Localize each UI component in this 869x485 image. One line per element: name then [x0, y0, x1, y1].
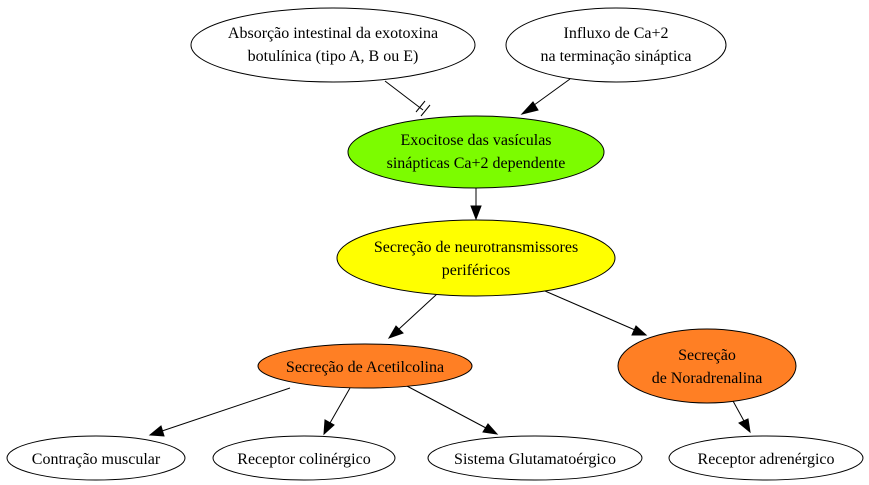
node-absorcao-line-1: Absorção intestinal da exotoxina — [228, 25, 438, 42]
node-contracao-muscular: Contração muscular — [6, 435, 186, 481]
edges-layer — [148, 78, 751, 437]
node-secrecao-nt-line-1: Secreção de neurotransmissores — [374, 239, 578, 256]
node-adrenergico-line-1: Receptor adrenérgico — [698, 451, 835, 468]
node-contracao-line-1: Contração muscular — [32, 451, 161, 468]
node-secrecao-nt-line-2: periféricos — [442, 262, 510, 279]
edge-absorcao-exocitose — [384, 80, 431, 117]
edge-influxo-exocitose — [520, 78, 571, 115]
edge-noradrenalina-adrenergico — [732, 400, 751, 434]
node-glutamato-line-1: Sistema Glutamatoérgico — [454, 451, 616, 468]
node-receptor-colinergico: Receptor colinérgico — [212, 435, 396, 481]
edge-exocitose-secrecao — [470, 187, 482, 221]
node-acetilcolina-line-1: Secreção de Acetilcolina — [286, 359, 444, 376]
node-noradrenalina-line-1: Secreção — [678, 347, 736, 364]
edge-acetilcolina-glutamato — [404, 384, 499, 435]
node-absorcao-line-2: botulínica (tipo A, B ou E) — [248, 48, 419, 65]
node-sistema-glutamatoergico: Sistema Glutamatoérgico — [427, 435, 643, 481]
node-exocitose-line-2: sinápticas Ca+2 dependente — [387, 155, 566, 172]
node-absorcao: Absorção intestinal da exotoxina botulín… — [190, 7, 476, 83]
node-receptor-adrenergico: Receptor adrenérgico — [668, 435, 864, 481]
node-influxo-line-1: Influxo de Ca+2 — [564, 25, 669, 42]
edge-acetilcolina-contracao — [148, 387, 291, 437]
node-noradrenalina: Secreção de Noradrenalina — [617, 328, 797, 404]
node-secrecao-neurotransmissores: Secreção de neurotransmissores periféric… — [336, 219, 616, 297]
node-colinergico-line-1: Receptor colinérgico — [237, 451, 370, 468]
nodes-layer: Absorção intestinal da exotoxina botulín… — [6, 7, 864, 481]
edge-acetilcolina-colinergico — [323, 387, 351, 436]
node-exocitose-line-1: Exocitose das vasículas — [400, 132, 551, 149]
node-influxo-line-2: na terminação sináptica — [540, 48, 691, 65]
edge-secrecao-noradrenalina — [544, 290, 648, 336]
node-acetilcolina: Secreção de Acetilcolina — [257, 343, 473, 389]
edge-secrecao-acetilcolina — [387, 293, 438, 339]
node-exocitose: Exocitose das vasículas sinápticas Ca+2 … — [347, 115, 605, 189]
node-noradrenalina-line-2: de Noradrenalina — [652, 370, 763, 387]
node-influxo: Influxo de Ca+2 na terminação sináptica — [505, 7, 727, 83]
